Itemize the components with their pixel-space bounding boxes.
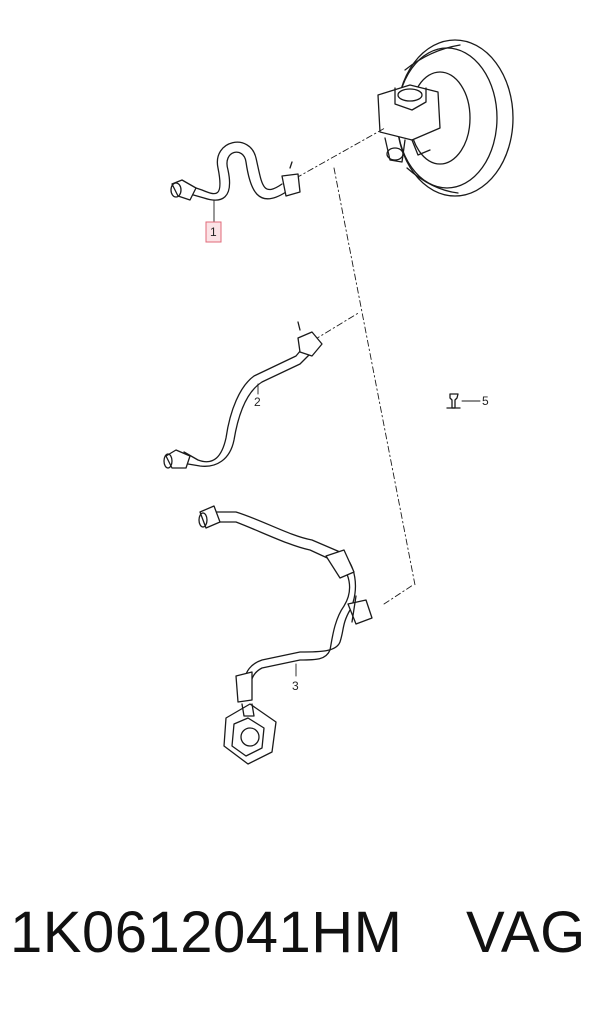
- callout-5: 5: [482, 394, 489, 408]
- leader-lines: [213, 199, 481, 677]
- callout-1: 1: [210, 225, 217, 239]
- bolt-5: [446, 393, 461, 409]
- callout-1-highlight: [205, 221, 222, 243]
- brake-booster: [377, 39, 514, 197]
- hose-1: [170, 141, 301, 201]
- guide-lines: [295, 127, 416, 605]
- parts-diagram: 1 2 3 5: [163, 39, 514, 765]
- hose-2: [163, 321, 323, 469]
- callout-2: 2: [254, 395, 261, 409]
- brand-name: VAG: [466, 900, 586, 965]
- hose-3: [198, 505, 373, 765]
- callouts: 1 2 3 5: [205, 221, 489, 693]
- caption: 1K0612041HM VAG: [0, 898, 600, 978]
- callout-3: 3: [292, 679, 299, 693]
- part-number: 1K0612041HM: [10, 900, 403, 965]
